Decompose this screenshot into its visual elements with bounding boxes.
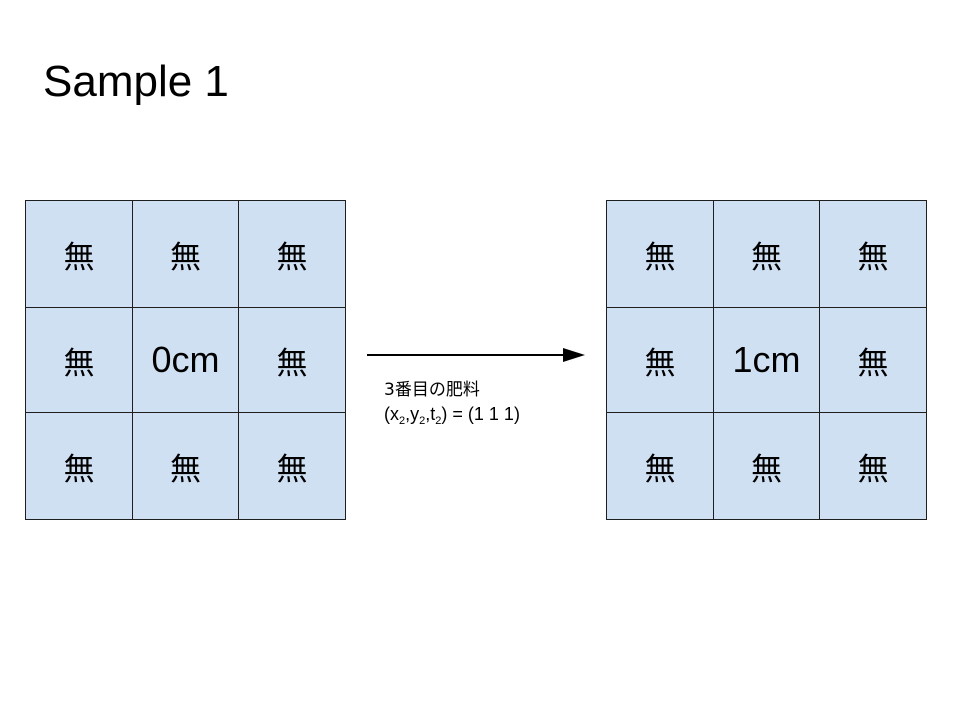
grid-cell: 無 [25,307,133,413]
grid-cell-center: 1cm [713,307,820,413]
grid-cell: 無 [238,307,346,413]
transition-label: 3番目の肥料 (x2,y2,t2) = (1 1 1) [384,378,520,427]
grid-cell: 無 [606,200,714,308]
grid-cell: 無 [25,200,133,308]
fertilizer-label: 3番目の肥料 [384,380,480,400]
coordinates-label: (x2,y2,t2) = (1 1 1) [384,404,520,427]
grid-cell: 無 [819,307,927,413]
grid-cell: 無 [238,412,346,520]
grid-cell: 無 [713,200,820,308]
grid-cell: 無 [606,307,714,413]
grid-cell: 無 [819,412,927,520]
grid-cell: 無 [132,200,239,308]
grid-cell-center: 0cm [132,307,239,413]
slide-title: Sample 1 [43,57,229,106]
after-grid: 無 無 無 無 1cm 無 無 無 無 [606,200,927,520]
before-grid: 無 無 無 無 0cm 無 無 無 無 [25,200,346,520]
grid-cell: 無 [132,412,239,520]
grid-cell: 無 [819,200,927,308]
grid-cell: 無 [25,412,133,520]
grid-cell: 無 [238,200,346,308]
transition-arrow-icon [367,348,585,362]
grid-cell: 無 [606,412,714,520]
grid-cell: 無 [713,412,820,520]
